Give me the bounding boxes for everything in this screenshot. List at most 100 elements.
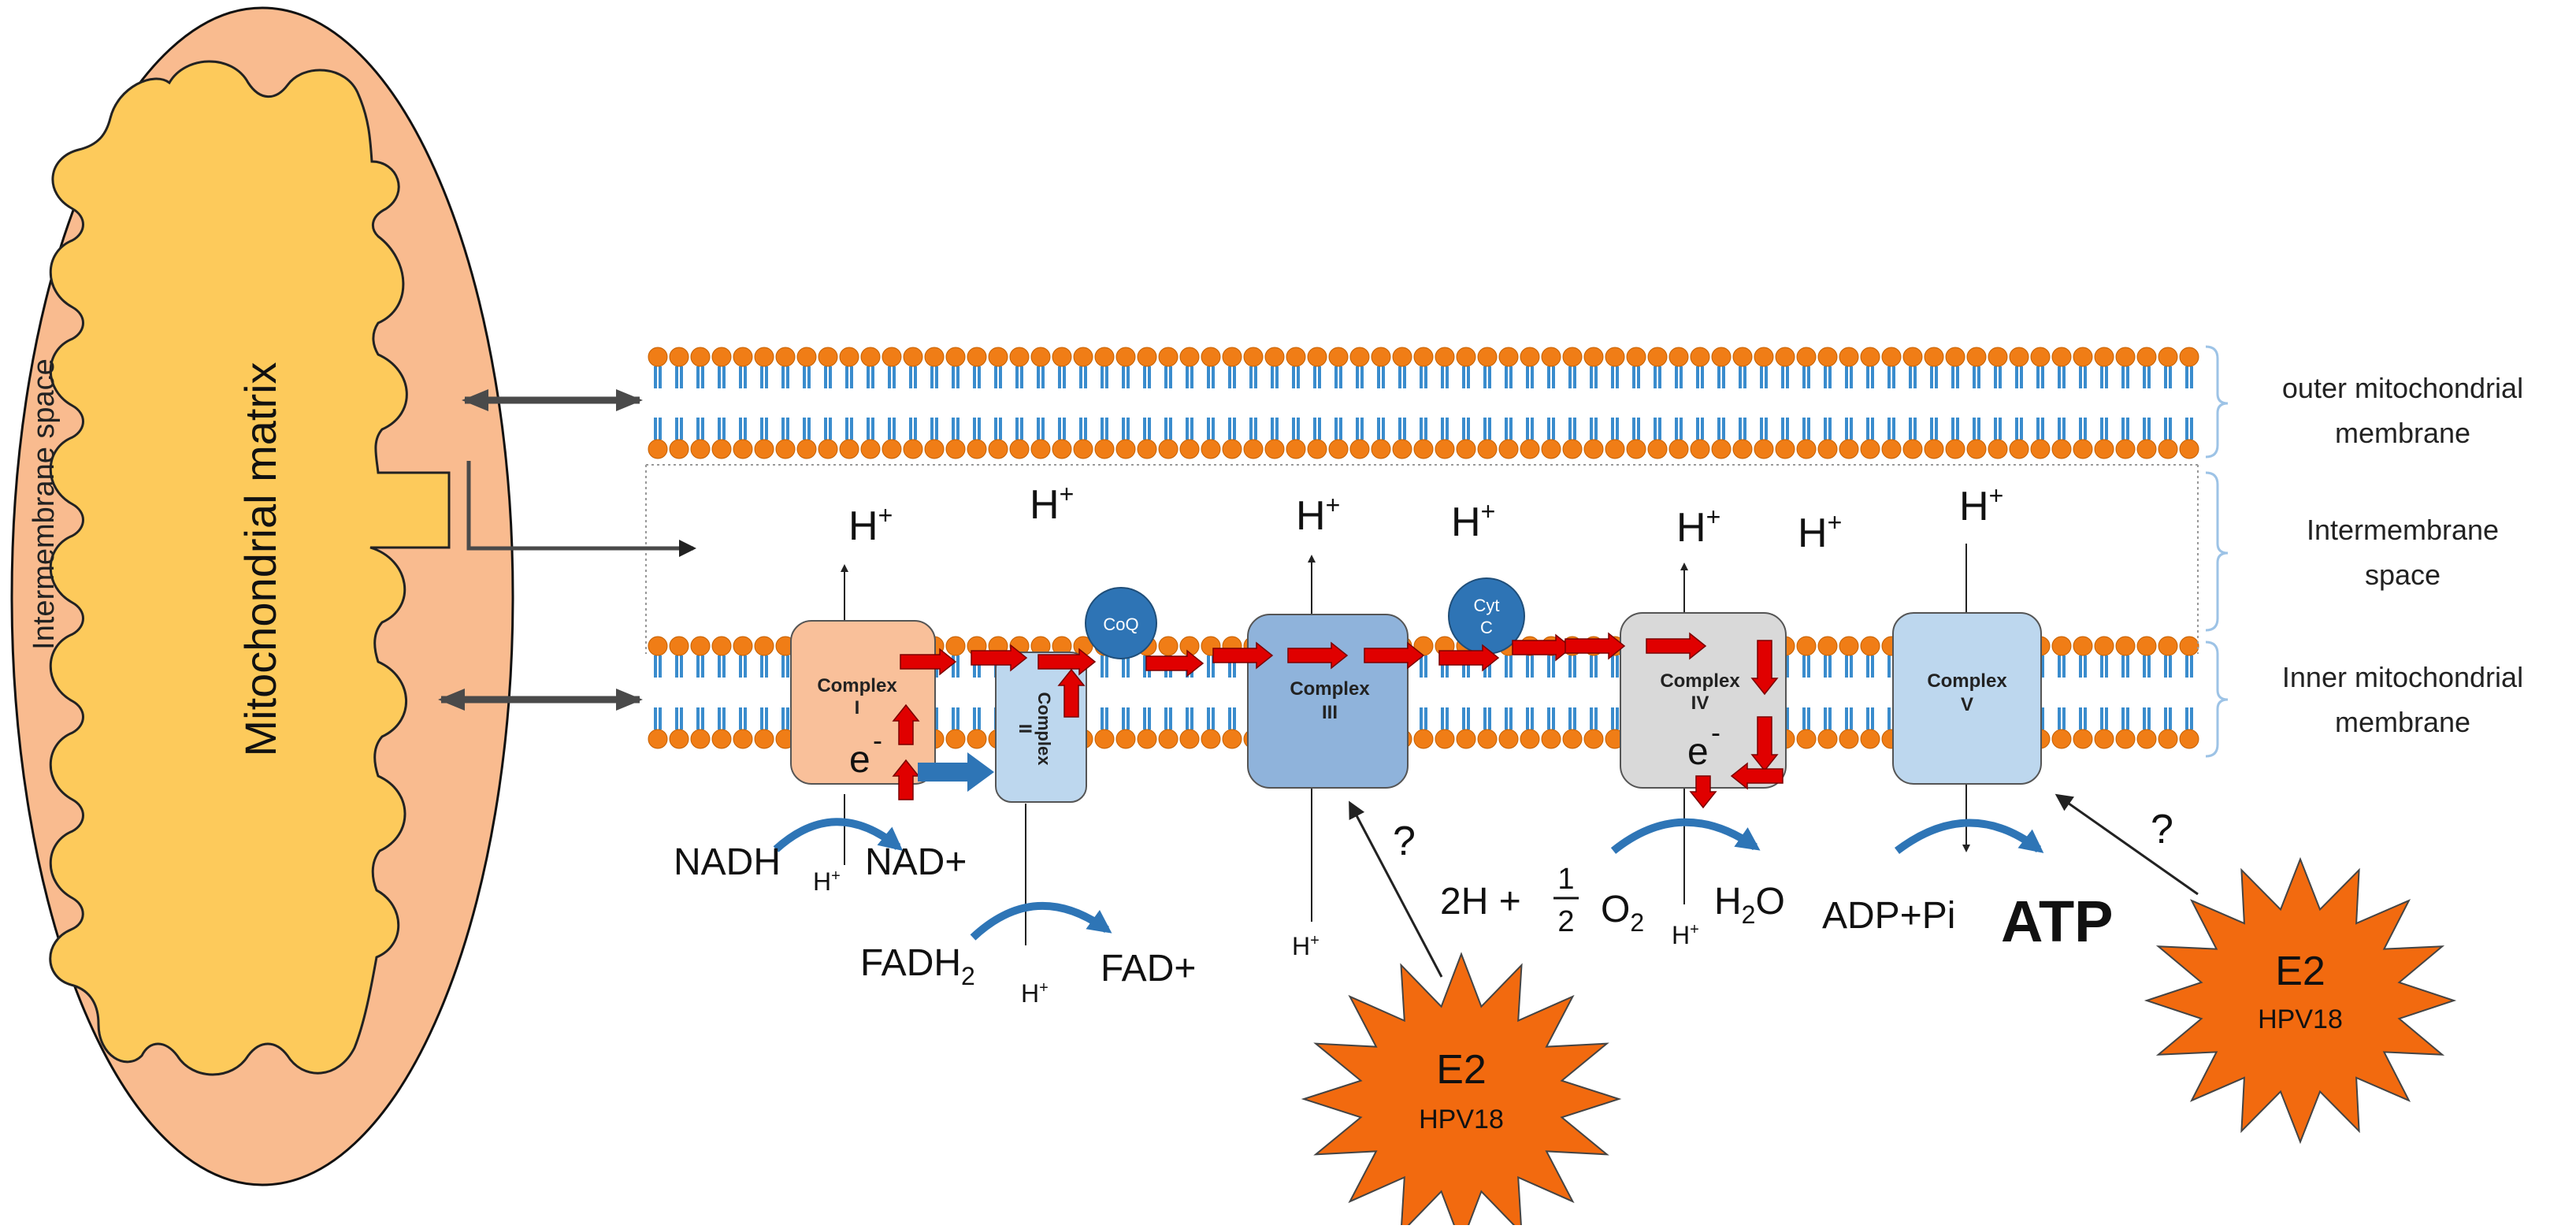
outer-phospholipid-head (945, 347, 966, 367)
outer-phospholipid-head (988, 347, 1008, 367)
inner-phospholipid-head (669, 729, 689, 749)
proton-ims-5: H+ (1676, 503, 1720, 551)
inner-phospholipid-head (754, 636, 774, 656)
outer-phospholipid-head (1179, 439, 1200, 459)
outer-phospholipid-head (1286, 439, 1306, 459)
question-mark-complex5: ? (2151, 807, 2173, 852)
fad-plus-label: FAD+ (1101, 948, 1196, 990)
outer-phospholipid-head (924, 347, 945, 367)
outer-phospholipid-head (1562, 347, 1583, 367)
outer-phospholipid-head (690, 439, 711, 459)
proton-matrix-1-h: H (813, 867, 831, 896)
nadh-label: NADH (674, 841, 781, 883)
outer-phospholipid-head (903, 347, 923, 367)
proton-ims-7: H+ (1959, 481, 2003, 529)
proton-matrix-4-plus: + (1690, 921, 1699, 938)
inner-phospholipid-head (2094, 729, 2114, 749)
electron-arrow (1145, 649, 1204, 678)
electron-arrow (892, 704, 920, 745)
outer-phospholipid-head (1477, 347, 1498, 367)
proton-ims-6-h: H (1798, 511, 1828, 556)
outer-phospholipid-head (2030, 439, 2051, 459)
proton-matrix-1: H+ (813, 867, 841, 896)
inner-phospholipid-head (2158, 636, 2178, 656)
complex-4: Complex IV (1620, 612, 1787, 789)
outer-phospholipid-head (1094, 347, 1115, 367)
inner-phospholipid-head (648, 729, 668, 749)
inner-phospholipid-head (1796, 636, 1817, 656)
outer-membrane-label-2: membrane (2335, 417, 2470, 449)
proton-matrix-2-plus: + (1039, 979, 1049, 997)
coenzyme-q: CoQ (1085, 587, 1157, 659)
inner-phospholipid-head (1179, 729, 1200, 749)
hpv18-label-2: HPV18 (2258, 1004, 2343, 1034)
outer-phospholipid-head (669, 439, 689, 459)
outer-phospholipid-head (1137, 347, 1157, 367)
atp-curve-arrow (1894, 819, 2044, 854)
proton-matrix-3-h: H (1292, 932, 1310, 960)
hpv18-label-1: HPV18 (1419, 1105, 1504, 1134)
outer-phospholipid-head (1052, 439, 1072, 459)
outer-phospholipid-head (1307, 347, 1327, 367)
outer-phospholipid-head (711, 439, 732, 459)
outer-phospholipid-head (1732, 347, 1753, 367)
inner-phospholipid-head (754, 729, 774, 749)
mitochondrial-matrix-label: Mitochondrial matrix (236, 362, 285, 756)
complex-4-label-line2: IV (1691, 692, 1709, 714)
outer-phospholipid-head (1860, 439, 1880, 459)
inner-phospholipid-head (1541, 729, 1561, 749)
outer-phospholipid-head (1775, 439, 1795, 459)
oxygen-curve-arrow (1610, 818, 1761, 854)
outer-phospholipid-head (2179, 347, 2199, 367)
inner-phospholipid-head (1860, 636, 1880, 656)
membrane-braces (2205, 345, 2229, 758)
inner-phospholipid-head (1158, 636, 1179, 656)
outer-phospholipid-head (1413, 439, 1434, 459)
electron-arrow (1512, 633, 1573, 662)
outer-phospholipid-head (1945, 347, 1965, 367)
outer-phospholipid-head (1137, 439, 1157, 459)
outer-phospholipid-head (1711, 439, 1732, 459)
outer-phospholipid-head (796, 347, 817, 367)
outer-phospholipid-head (2094, 439, 2114, 459)
water-label: H2O (1714, 881, 1785, 929)
proton-ims-7-h: H (1959, 484, 1989, 529)
outer-phospholipid-head (839, 439, 859, 459)
electron-minus-1: - (873, 724, 882, 756)
e2-to-complex3-arrow (1349, 800, 1443, 978)
e2-to-complex5-arrow (2054, 793, 2199, 896)
inner-phospholipid-head (1137, 729, 1157, 749)
complex-3-label-line2: III (1322, 702, 1338, 723)
outer-phospholipid-head (1201, 347, 1221, 367)
outer-phospholipid-head (1796, 347, 1817, 367)
outer-phospholipid-head (1668, 439, 1689, 459)
outer-phospholipid-head (1201, 439, 1221, 459)
electron-label-complex4: e - (1687, 716, 1720, 773)
proton-matrix-2: H+ (1021, 979, 1049, 1008)
outer-phospholipid-head (1583, 439, 1604, 459)
outer-phospholipid-head (1902, 347, 1923, 367)
proton-pump-lines (841, 544, 1970, 945)
outer-phospholipid-head (1520, 439, 1540, 459)
outer-phospholipid-head (1626, 347, 1646, 367)
inner-membrane-label-2: membrane (2335, 706, 2470, 738)
outer-phospholipid-head (2136, 347, 2157, 367)
outer-phospholipid-head (1477, 439, 1498, 459)
complex-2-label-line1: Complex (1034, 692, 1054, 767)
inner-phospholipid-head (1839, 729, 1859, 749)
outer-phospholipid-head (818, 439, 838, 459)
outer-phospholipid-head (669, 347, 689, 367)
e2-label-2: E2 (2275, 949, 2325, 994)
intermembrane-label-2: space (2365, 559, 2441, 591)
inner-phospholipid-head (733, 729, 753, 749)
electron-arrow (1212, 641, 1274, 670)
cytc-label-line2: C (1480, 618, 1493, 637)
inner-phospholipid-head (1158, 729, 1179, 749)
proton-ims-4-h: H (1451, 499, 1481, 545)
outer-phospholipid-head (967, 439, 987, 459)
coq-circle (1085, 587, 1157, 659)
mitochondrial-matrix-cristae (49, 60, 451, 1076)
proton-ims-5-plus: + (1706, 503, 1721, 531)
e2-star-complex5 (2144, 856, 2457, 1145)
proton-ims-2-h: H (1030, 482, 1060, 528)
